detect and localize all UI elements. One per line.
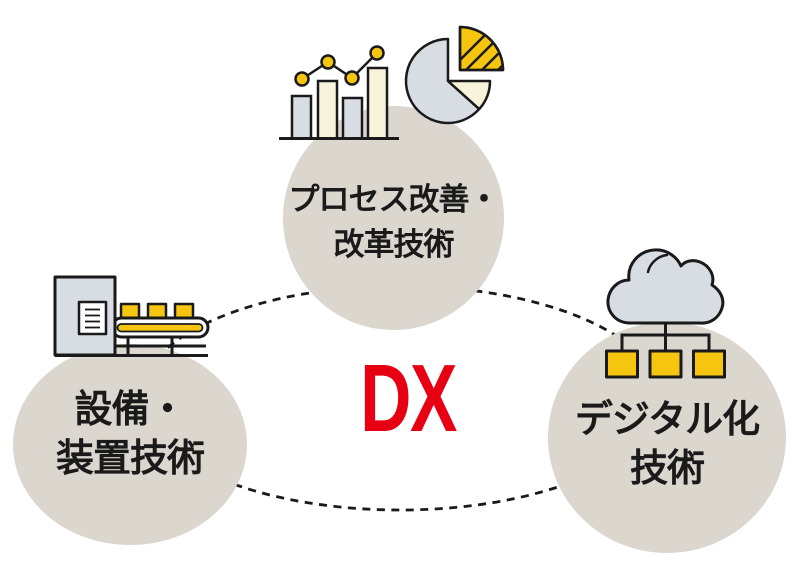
node-label-line2: 改革技術 [333, 226, 455, 262]
pie-hatched-slice [458, 25, 505, 72]
node-label-line1: 設備・ [74, 389, 186, 431]
node-label-line2: 技術 [629, 448, 705, 491]
node-label-equipment: 設備・ 装置技術 [8, 386, 252, 485]
node-label-line1: デジタル化 [574, 399, 760, 441]
node-circle-digital [548, 322, 786, 553]
node-circle-process [283, 106, 504, 330]
node-label-digital: デジタル化 技術 [548, 396, 786, 495]
cloud-network-icon [605, 248, 726, 379]
node-label-line1: プロセス改善・ [288, 182, 500, 217]
factory-conveyor-icon [53, 275, 210, 357]
pie-chart-icon [404, 25, 505, 125]
node-circle-equipment [13, 344, 247, 545]
node-label-line2: 装置技術 [55, 438, 205, 481]
bar-line-chart-icon [279, 45, 399, 140]
cloud-shape [606, 248, 725, 325]
dx-center-label: DX [360, 345, 457, 452]
node-label-process: プロセス改善・ 改革技術 [283, 178, 504, 268]
